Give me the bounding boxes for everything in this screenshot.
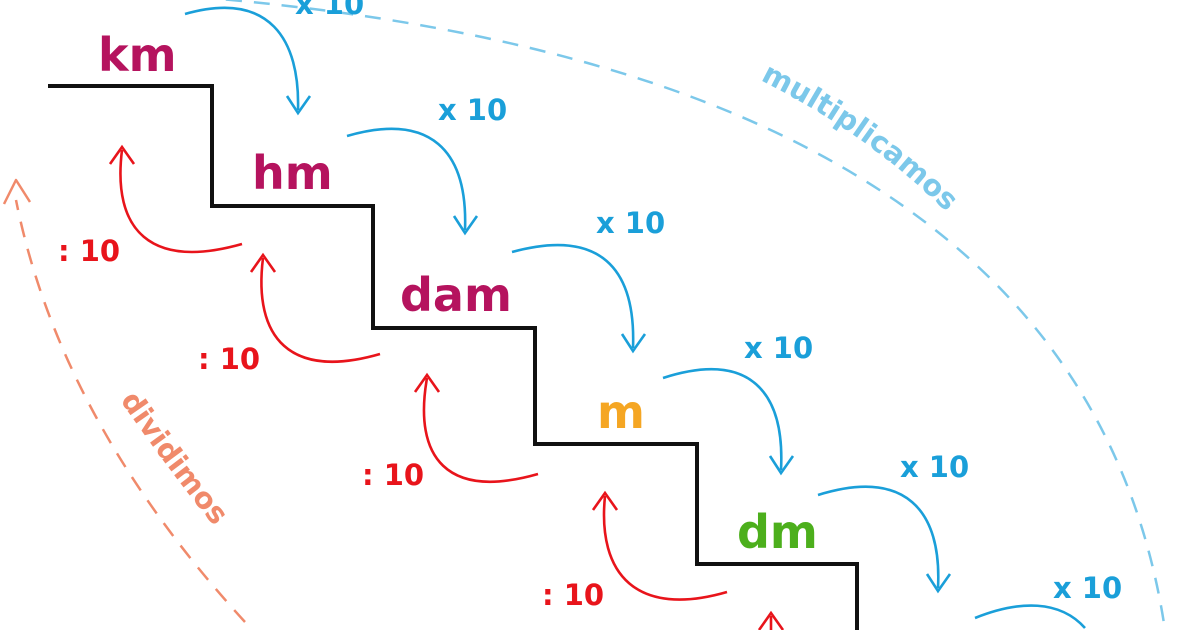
unit-labels: km hm dam m dm: [98, 28, 818, 559]
divide-arrowhead: [591, 490, 619, 511]
divide-label: : 10: [542, 578, 604, 612]
multiply-arrow-curve: [346, 127, 467, 231]
multiply-arrows: [184, 6, 1086, 629]
divide-arc-group: dividimos: [2, 178, 246, 623]
multiply-arrow-curve: [511, 243, 635, 349]
multiply-arrowhead: [768, 455, 795, 476]
multiply-arrow-curve: [817, 485, 940, 589]
multiply-arrowhead: [620, 333, 647, 354]
divide-arc-label: dividimos: [114, 385, 235, 531]
divide-arrow-curve: [422, 377, 539, 483]
staircase-line: [48, 84, 859, 630]
multiply-label: x 10: [1053, 571, 1122, 605]
multiply-arrowhead: [452, 215, 479, 236]
divide-arc-textpath: dividimos: [114, 385, 235, 531]
divide-arrowhead: [108, 144, 136, 165]
unit-label-m: m: [597, 385, 645, 439]
multiply-arc-label: multiplicamos: [757, 56, 965, 217]
multiply-arrow-curve: [662, 368, 783, 471]
multiply-label: x 10: [744, 331, 813, 365]
divide-arrowhead: [413, 372, 441, 393]
multiply-arrow-curve: [184, 6, 300, 111]
divide-arrowhead: [249, 252, 277, 273]
divide-arrowhead: [757, 610, 785, 630]
multiply-arrowhead: [925, 573, 952, 594]
multiply-arrowhead: [285, 95, 312, 116]
divide-arc-arrowhead: [2, 178, 32, 205]
divide-arrow-curve: [260, 257, 381, 363]
multiply-label: x 10: [900, 450, 969, 484]
divide-label: : 10: [362, 458, 424, 492]
unit-label-km: km: [98, 28, 177, 82]
divide-labels: : 10 : 10 : 10 : 10: [58, 234, 604, 612]
multiply-dashed-arc: [217, 0, 1167, 630]
divide-dashed-arc: [14, 199, 246, 623]
multiply-label: x 10: [596, 206, 665, 240]
unit-label-dm: dm: [737, 505, 818, 559]
multiply-arc-textpath: multiplicamos: [757, 56, 965, 217]
multiply-labels: x 10 x 10 x 10 x 10 x 10 x 10: [295, 0, 1122, 605]
divide-label: : 10: [198, 342, 260, 376]
multiply-arrow-curve: [974, 604, 1086, 629]
divide-label: : 10: [58, 234, 120, 268]
multiply-arc-group: multiplicamos: [217, 0, 1167, 630]
divide-arrow-curve: [602, 495, 728, 601]
divide-arrows: [108, 144, 785, 630]
multiply-label: x 10: [438, 93, 507, 127]
unit-label-hm: hm: [252, 146, 333, 200]
multiply-label: x 10: [295, 0, 364, 21]
unit-label-dam: dam: [400, 268, 512, 322]
divide-arrow-curve: [119, 149, 243, 254]
